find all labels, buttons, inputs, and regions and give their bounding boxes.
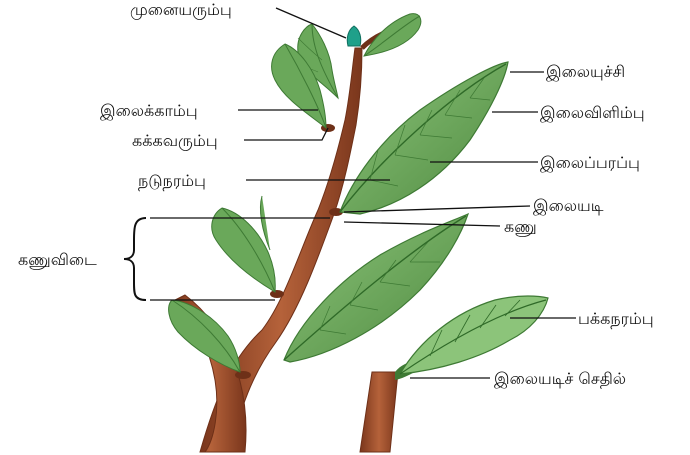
node-mark <box>270 290 284 298</box>
label-axillary-bud: கக்கவரும்பு <box>132 131 218 151</box>
leaf-lateral-vein-detail <box>400 296 548 374</box>
leaf-middle-left <box>212 196 276 292</box>
node-mark <box>235 371 251 379</box>
label-lateral-vein: பக்கநரம்பு <box>578 309 654 328</box>
label-leaf-apex: இலையுச்சி <box>546 62 625 82</box>
label-leaf-margin: இலைவிளிம்பு <box>540 103 645 123</box>
stem-cutting <box>360 362 425 452</box>
main-stem <box>175 48 362 452</box>
label-node: கணு <box>504 217 537 237</box>
internode-brace <box>124 218 146 300</box>
leader-line <box>344 222 500 226</box>
label-midrib: நடுநரம்பு <box>138 171 206 190</box>
leaf-large-upper <box>340 62 508 214</box>
leaf-lower-left <box>169 300 240 372</box>
label-lamina: இலைப்பரப்பு <box>540 153 640 173</box>
label-internode: கணுவிடை <box>18 250 97 270</box>
label-petiole: இலைக்காம்பு <box>100 101 198 121</box>
label-leaf-base: இலையடி <box>533 196 604 216</box>
label-apical-bud: முனையரும்பு <box>130 0 232 20</box>
leaf-top-right <box>364 14 421 56</box>
leader-line <box>244 128 328 140</box>
label-stipule: இலையடிச் செதில் <box>494 369 626 389</box>
